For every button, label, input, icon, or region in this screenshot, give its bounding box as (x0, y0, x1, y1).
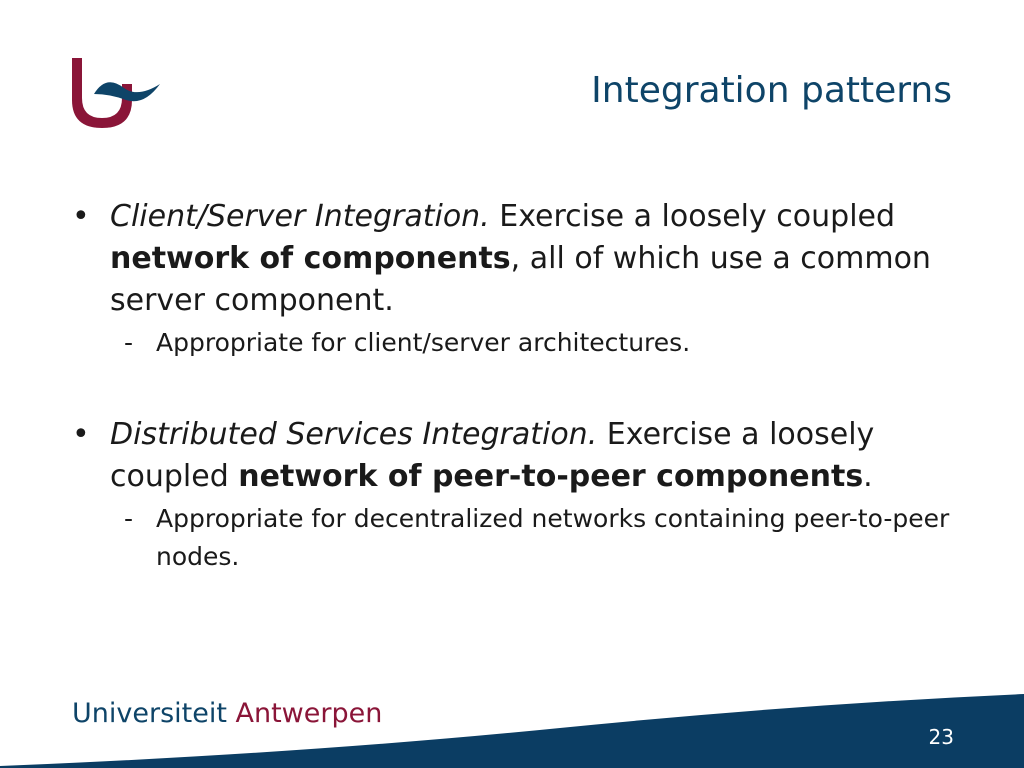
bullet-text: , all of which use a common server compo… (110, 241, 931, 318)
university-name-word1: Universiteit (72, 698, 227, 729)
university-name-word2: Antwerpen (235, 698, 383, 729)
university-logo-icon (72, 58, 160, 128)
bullet-icon: • (72, 417, 90, 452)
dash-icon: - (124, 504, 134, 533)
bullet-item: • Distributed Services Integration. Exer… (72, 414, 952, 498)
slide-title: Integration patterns (591, 70, 952, 111)
bullet-item: • Client/Server Integration. Exercise a … (72, 196, 952, 322)
bullet-text: . (863, 459, 873, 494)
bullet-text: Exercise a loosely coupled (489, 199, 896, 234)
bullet-italic-heading: Client/Server Integration. (110, 199, 490, 234)
sub-bullet-text: Appropriate for client/server architectu… (156, 328, 691, 357)
dash-icon: - (124, 328, 134, 357)
bullet-text: Exercise a loosely coupled (110, 417, 875, 494)
sub-bullet-item: - Appropriate for decentralized networks… (72, 500, 952, 576)
bullet-icon: • (72, 199, 90, 234)
bullet-italic-heading: Distributed Services Integration. (110, 417, 598, 452)
bullet-bold-text: network of components (110, 241, 511, 276)
bullet-bold-text: network of peer-to-peer components (238, 459, 864, 494)
slide-content: • Client/Server Integration. Exercise a … (72, 196, 952, 576)
sub-bullet-text: Appropriate for decentralized networks c… (156, 504, 950, 571)
university-name: Universiteit Antwerpen (72, 698, 382, 729)
footer-wave-banner (0, 694, 1024, 768)
page-number: 23 (928, 725, 954, 749)
sub-bullet-item: - Appropriate for client/server architec… (72, 324, 952, 362)
